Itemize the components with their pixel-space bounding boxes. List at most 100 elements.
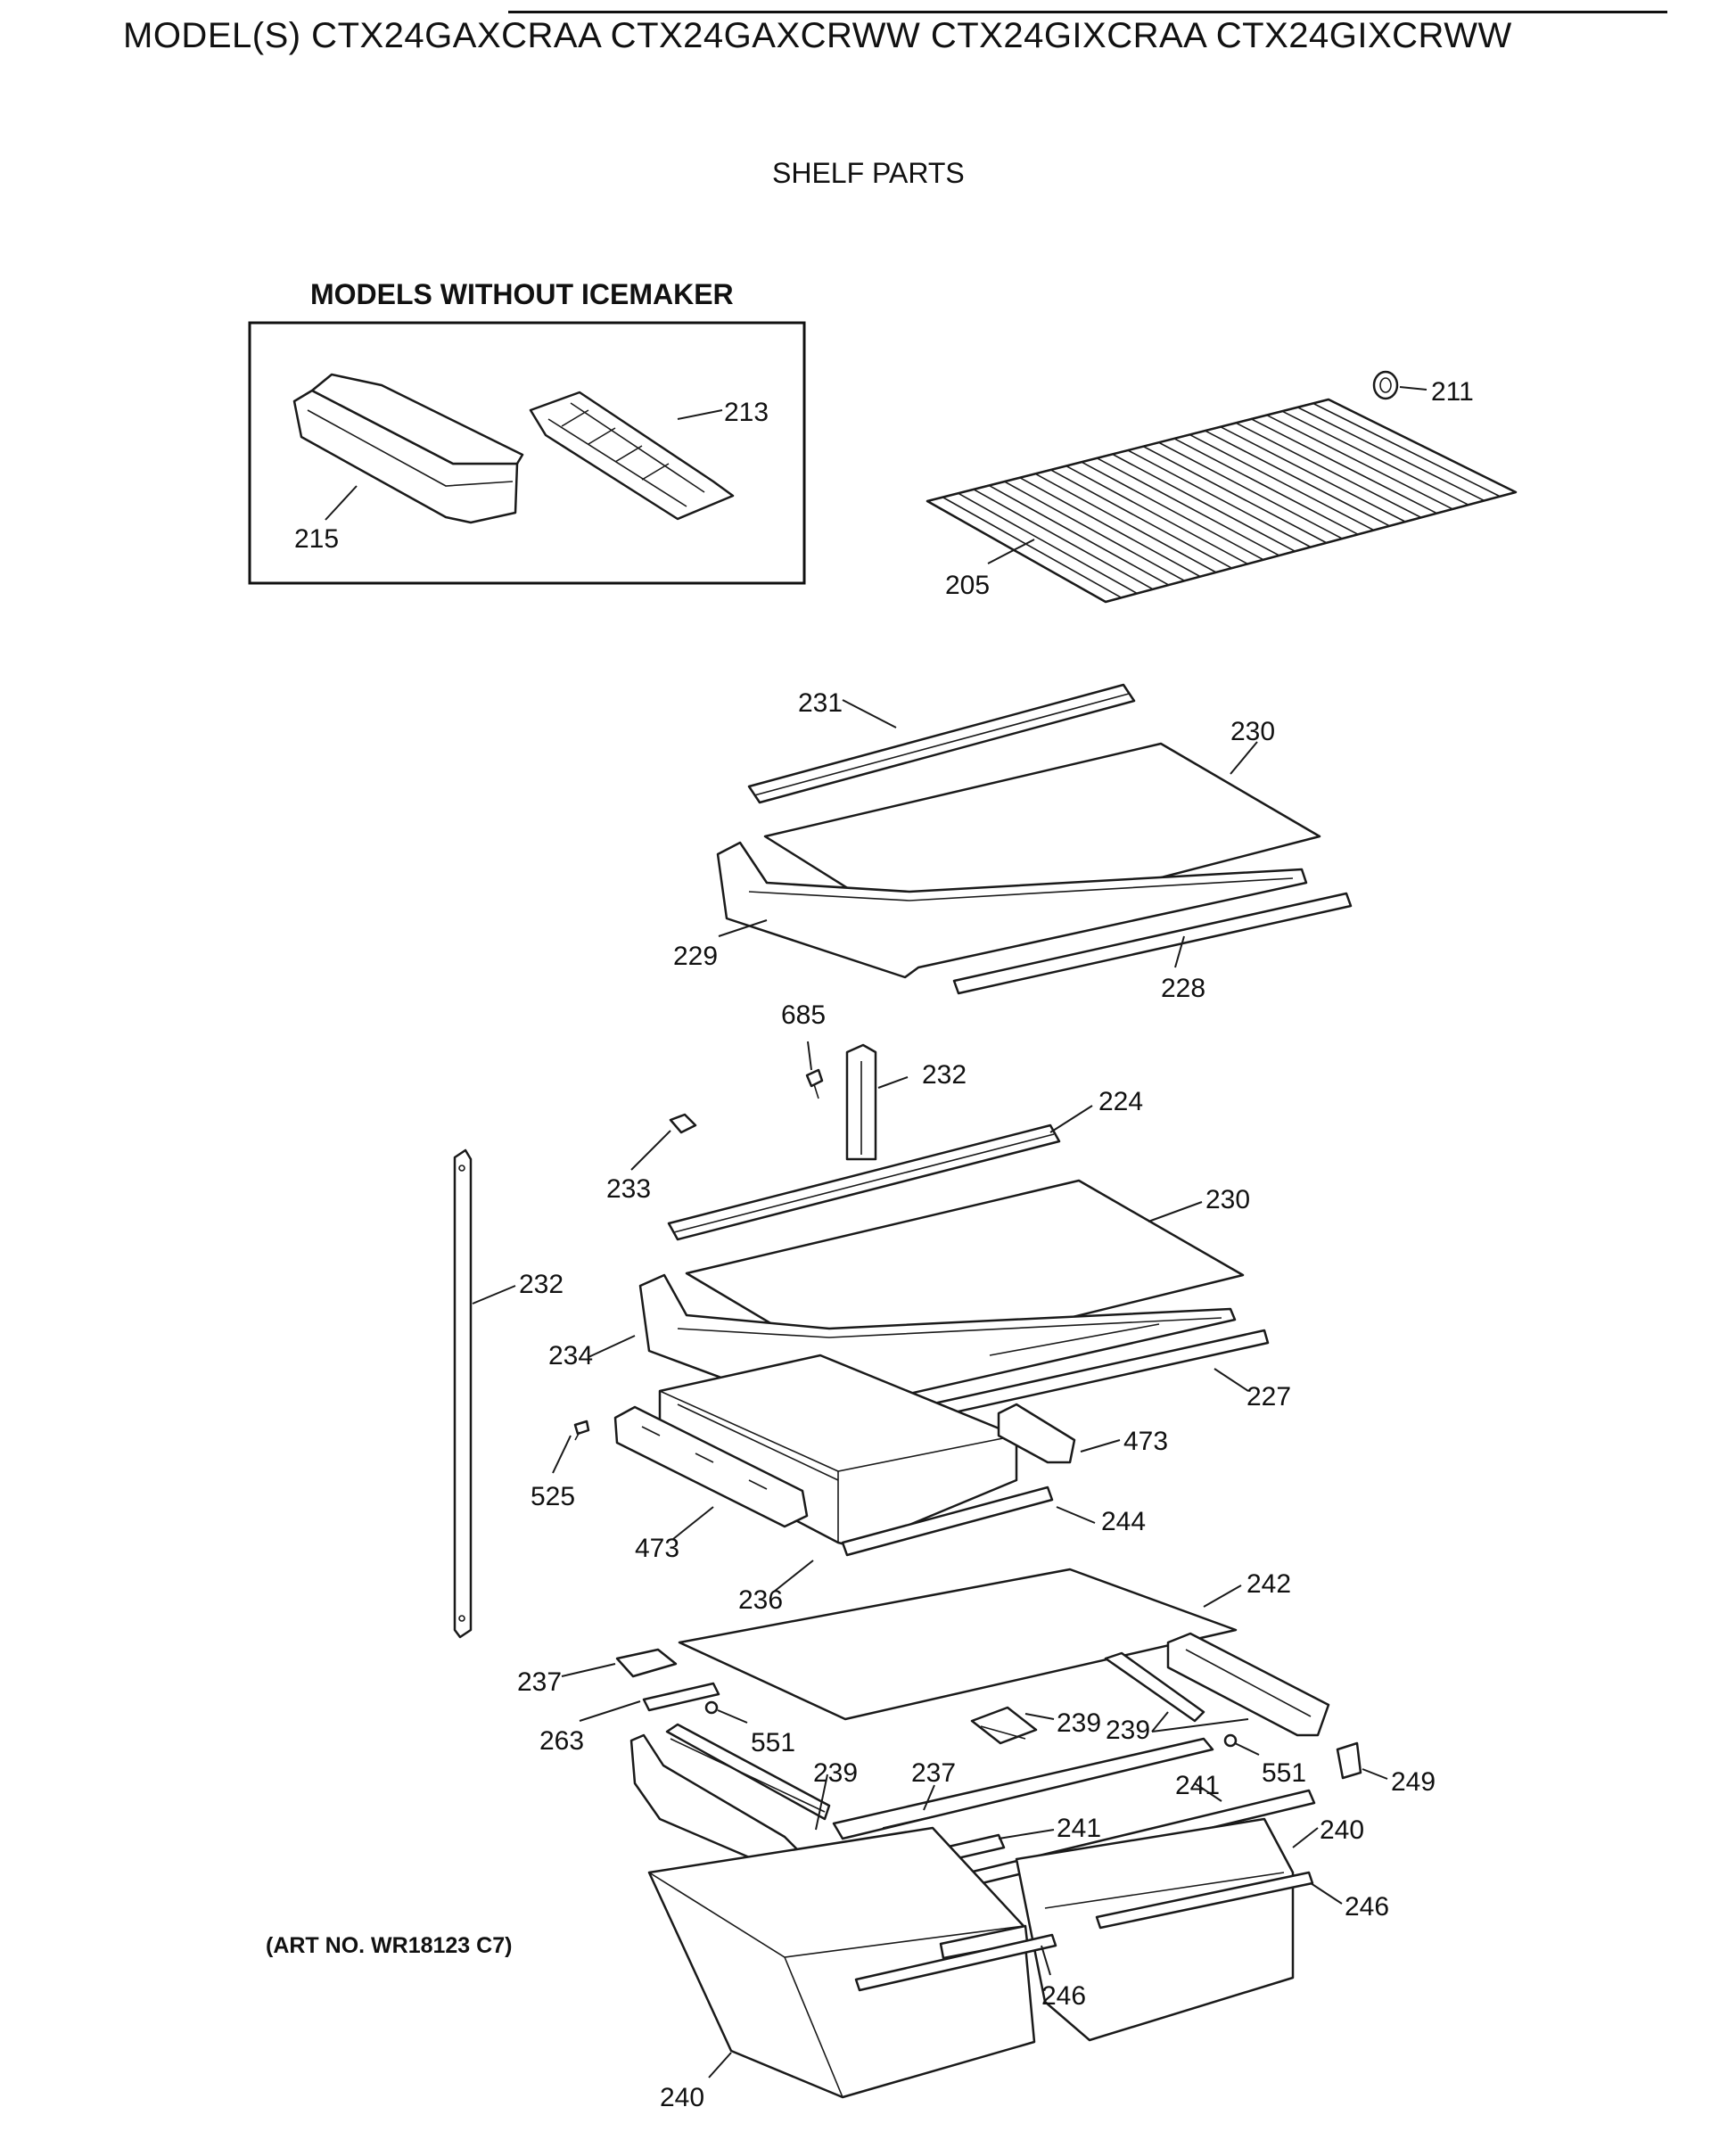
label-239-right2: 239 <box>1106 1716 1150 1745</box>
part-473-slide-right <box>997 1403 1076 1464</box>
label-237-left: 237 <box>517 1667 562 1697</box>
part-244-rail <box>841 1486 1054 1557</box>
part-215-bin <box>292 373 524 524</box>
wire-rod <box>1142 445 1328 544</box>
label-237-mid: 237 <box>911 1758 956 1788</box>
part-551-screw-right <box>1223 1733 1238 1748</box>
part-213-ice-tray <box>529 391 735 521</box>
label-232-left: 232 <box>519 1270 564 1299</box>
wire-rod <box>1205 430 1390 527</box>
part-232-strip-left <box>453 1148 473 1639</box>
label-230-mid: 230 <box>1205 1185 1250 1214</box>
wire-rod <box>1173 438 1359 536</box>
label-473-right: 473 <box>1123 1427 1168 1456</box>
label-551-left: 551 <box>751 1728 795 1757</box>
wire-rod <box>1251 418 1437 514</box>
wire-rod <box>1050 469 1232 569</box>
part-205-wire-shelf <box>926 398 1518 604</box>
wire-rod <box>1112 453 1296 552</box>
label-229: 229 <box>673 942 718 971</box>
part-237-bracket-left <box>615 1648 678 1678</box>
label-236: 236 <box>738 1585 783 1615</box>
part-240-drawer-right <box>1015 1817 1295 2042</box>
page-title: MODEL(S) CTX24GAXCRAA CTX24GAXCRWW CTX24… <box>123 16 1512 55</box>
label-224: 224 <box>1098 1087 1143 1116</box>
wire-rod <box>1065 465 1248 565</box>
leader-lines <box>325 386 1427 2078</box>
wire-rod <box>1004 481 1185 582</box>
label-205: 205 <box>945 571 990 600</box>
part-right-end-bracket <box>1166 1632 1330 1737</box>
part-240-drawer-left <box>647 1826 1036 2099</box>
wire-rod <box>1097 457 1279 556</box>
part-246-handle-right <box>1095 1871 1314 1930</box>
label-213: 213 <box>724 398 769 427</box>
label-227: 227 <box>1246 1382 1291 1412</box>
label-231: 231 <box>798 688 843 718</box>
part-263-rail <box>642 1682 720 1712</box>
wire-rod <box>1158 441 1343 539</box>
wire-rod <box>1081 461 1264 561</box>
part-246-handle-left <box>854 1933 1057 1992</box>
wire-rod <box>1235 422 1422 519</box>
label-685: 685 <box>781 1000 826 1030</box>
part-239-center <box>970 1706 1038 1745</box>
part-224-rail <box>667 1124 1061 1241</box>
part-473-slide-left <box>613 1405 809 1528</box>
art-number: (ART NO. WR18123 C7) <box>266 1933 513 1958</box>
label-473-left: 473 <box>635 1534 679 1563</box>
wire-rod <box>1297 407 1485 502</box>
label-233: 233 <box>606 1174 651 1204</box>
part-525-screw <box>573 1420 590 1441</box>
part-211-clip <box>1372 370 1399 400</box>
wire-rod <box>958 492 1138 595</box>
wire-rod <box>1312 402 1501 498</box>
label-249: 249 <box>1391 1767 1436 1797</box>
label-244: 244 <box>1101 1507 1146 1536</box>
label-241-right: 241 <box>1175 1771 1220 1800</box>
label-525: 525 <box>531 1482 575 1511</box>
wire-rod <box>1034 473 1217 573</box>
part-231-rail <box>747 683 1136 804</box>
part-551-screw-left <box>704 1700 719 1715</box>
label-551-right: 551 <box>1262 1758 1306 1788</box>
wire-rod <box>1127 449 1312 548</box>
inset-box <box>248 321 806 585</box>
label-230-top: 230 <box>1230 717 1275 746</box>
wire-rod <box>1220 425 1406 523</box>
wire-rod <box>942 496 1123 598</box>
label-240-bottom: 240 <box>660 2083 704 2112</box>
label-228: 228 <box>1161 974 1205 1003</box>
page-subtitle: SHELF PARTS <box>772 157 965 189</box>
part-228-rail <box>952 892 1353 995</box>
label-234: 234 <box>548 1341 593 1370</box>
part-233-clip <box>669 1113 697 1134</box>
label-232-mid: 232 <box>922 1060 967 1090</box>
label-240-right: 240 <box>1320 1815 1364 1845</box>
part-239-left-rail <box>665 1723 831 1821</box>
wire-rod <box>1281 410 1469 506</box>
inset-title: MODELS WITHOUT ICEMAKER <box>310 278 734 310</box>
label-246-mid: 246 <box>1041 1981 1086 2011</box>
part-685-screw <box>805 1068 824 1099</box>
part-239-right-rail <box>1104 1651 1205 1723</box>
part-249-clip <box>1336 1741 1362 1780</box>
label-246-right: 246 <box>1345 1892 1389 1922</box>
label-215: 215 <box>294 524 339 554</box>
wire-rod <box>988 484 1170 586</box>
part-labels: 211 213 215 205 231 230 229 228 685 232 … <box>294 377 1474 2112</box>
label-239-right1: 239 <box>1057 1708 1101 1738</box>
part-229-frame <box>716 841 1308 979</box>
label-239-left: 239 <box>813 1758 858 1788</box>
label-241-mid: 241 <box>1057 1814 1101 1843</box>
part-232-bracket-mid <box>845 1043 877 1161</box>
wire-rod <box>1266 414 1453 510</box>
part-242-glass-bottom <box>678 1568 1238 1721</box>
part-237-rail-mid <box>832 1737 1214 1840</box>
label-211: 211 <box>1431 377 1474 407</box>
header-rule <box>508 11 1667 13</box>
label-242: 242 <box>1246 1569 1291 1599</box>
wire-rod <box>973 489 1154 590</box>
